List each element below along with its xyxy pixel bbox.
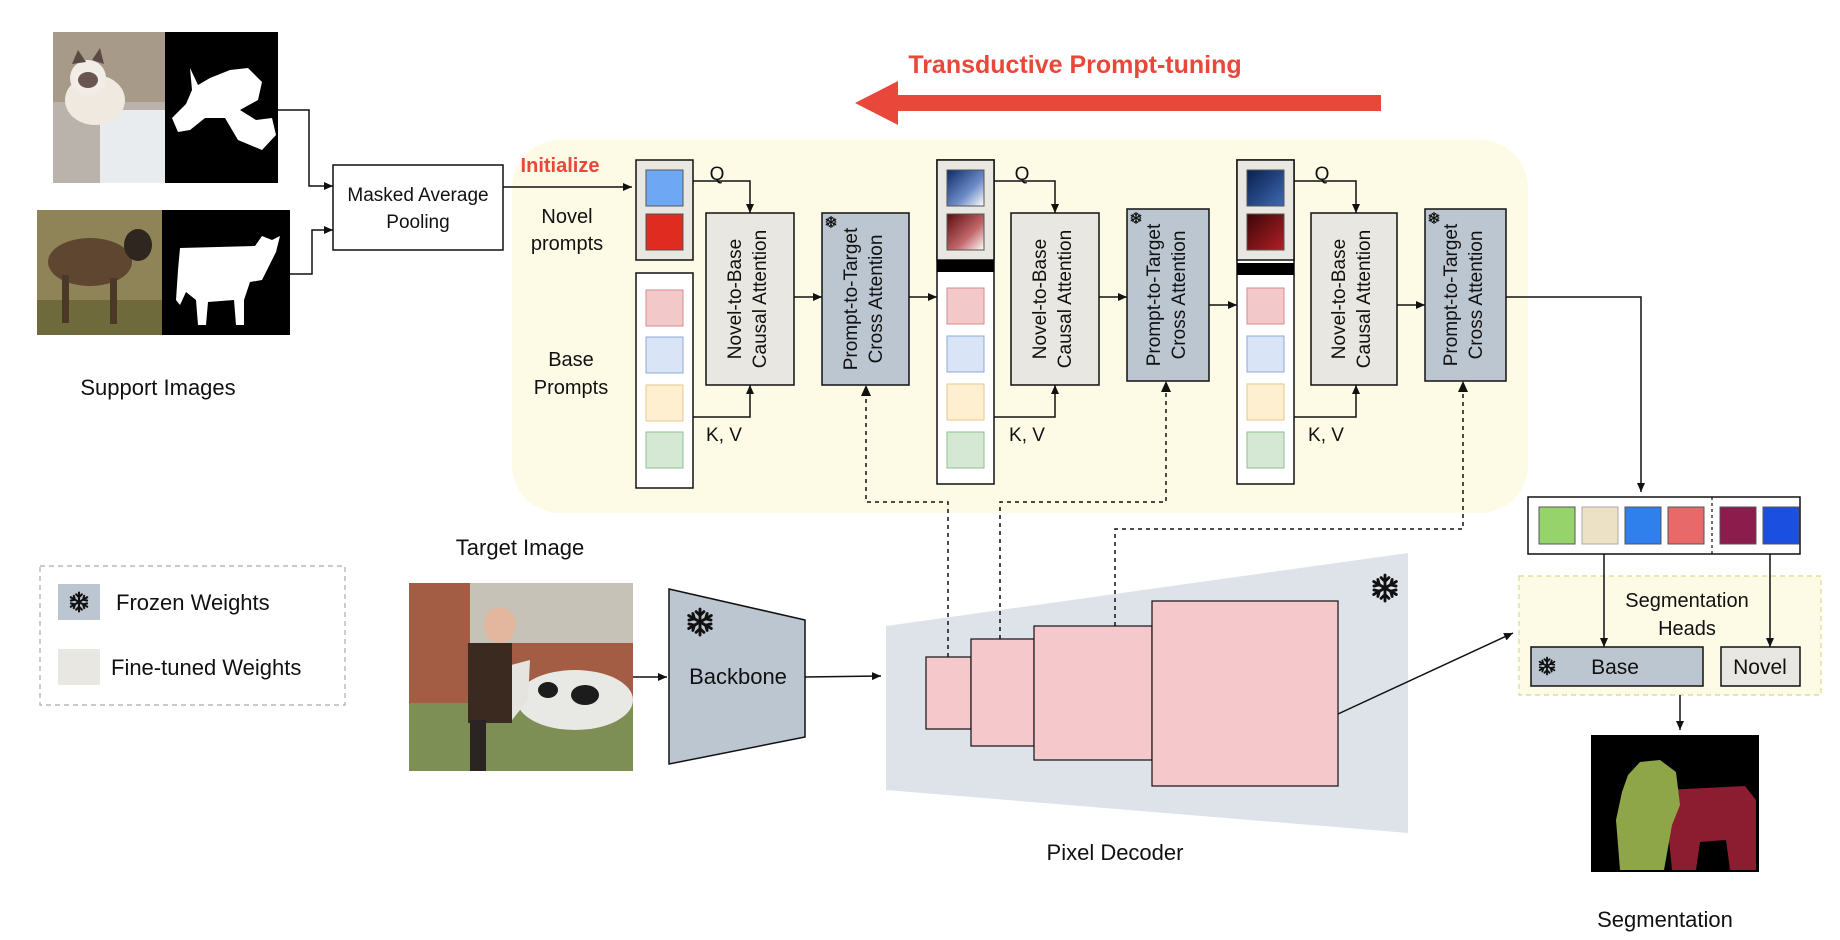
support-mask-cow <box>162 210 290 335</box>
cross-attention-3-line-1: Prompt-to-Target <box>1441 223 1462 366</box>
initialize-label: Initialize <box>521 155 600 177</box>
causal-attention-block-1: Novel-to-Base Causal Attention <box>705 212 795 386</box>
causal-attention-block-3: Novel-to-Base Causal Attention <box>1310 212 1398 386</box>
base-prompts-label-2: Prompts <box>534 377 608 399</box>
map-line-2: Pooling <box>386 212 449 233</box>
support-images-label: Support Images <box>80 375 235 400</box>
backbone-label: Backbone <box>689 664 787 689</box>
cross-attention-block-1: Prompt-to-Target Cross Attention <box>821 212 910 386</box>
novel-prompt-2 <box>1246 213 1285 251</box>
kv-label-3: K, V <box>1308 425 1344 446</box>
support-image-cow <box>37 210 162 335</box>
masked-average-pooling-block: Masked Average Pooling <box>332 164 504 251</box>
kv-label-2: K, V <box>1009 425 1045 446</box>
q-label-1: Q <box>710 164 725 185</box>
pixel-decoder <box>886 553 1408 833</box>
arrow-left-icon <box>855 81 1381 125</box>
novel-prompts-label-2: prompts <box>531 233 603 255</box>
target-image-label: Target Image <box>456 535 584 560</box>
base-head-block: Base <box>1530 646 1704 687</box>
transductive-title: Transductive Prompt-tuning <box>908 51 1241 79</box>
cross-attention-block-2: Prompt-to-Target Cross Attention <box>1126 208 1210 382</box>
novel-prompts-label-1: Novel <box>541 206 592 228</box>
target-image <box>409 583 633 771</box>
cross-attention-2-line-2: Cross Attention <box>1169 231 1190 360</box>
cross-attention-2-line-1: Prompt-to-Target <box>1144 223 1165 366</box>
novel-prompt-1 <box>645 169 684 207</box>
base-head-label: Base <box>1591 656 1639 679</box>
legend-frozen-label: Frozen Weights <box>116 590 270 615</box>
causal-attention-3-line-2: Causal Attention <box>1354 230 1375 368</box>
prompt-stack-stage-3 <box>1236 159 1295 485</box>
decoder-feature-links <box>865 384 1464 657</box>
segmentation-heads-line-1: Segmentation <box>1625 590 1748 612</box>
causal-attention-1-line-1: Novel-to-Base <box>725 239 746 359</box>
support-mask-cat <box>165 32 278 183</box>
base-prompts-label-1: Base <box>548 349 594 371</box>
output-prompts <box>1527 496 1801 555</box>
novel-prompt-2 <box>645 213 684 251</box>
segmentation-output <box>1591 735 1759 872</box>
cross-attention-1-line-2: Cross Attention <box>866 235 887 364</box>
q-label-3: Q <box>1315 164 1330 185</box>
causal-attention-1-line-2: Causal Attention <box>750 230 771 368</box>
novel-prompt-2 <box>946 213 985 251</box>
novel-prompt-1 <box>946 169 985 207</box>
novel-head-block: Novel <box>1720 646 1801 687</box>
legend-item-frozen: Frozen Weights <box>58 584 270 620</box>
segmentation-heads-line-2: Heads <box>1658 618 1716 640</box>
novel-prompt-1 <box>1246 169 1285 207</box>
support-image-cat <box>53 32 165 183</box>
cross-attention-1-line-1: Prompt-to-Target <box>841 227 862 370</box>
legend: Frozen Weights Fine-tuned Weights <box>39 565 346 706</box>
backbone-block: Backbone <box>668 588 806 765</box>
segmentation-label: Segmentation <box>1597 907 1733 932</box>
legend-finetuned-label: Fine-tuned Weights <box>111 655 301 680</box>
causal-attention-2-line-1: Novel-to-Base <box>1030 239 1051 359</box>
map-line-1: Masked Average <box>347 185 488 206</box>
prompt-stack-stage-2 <box>936 159 995 485</box>
legend-item-finetuned: Fine-tuned Weights <box>58 649 301 685</box>
cross-attention-3-line-2: Cross Attention <box>1466 231 1487 360</box>
novel-head-label: Novel <box>1733 656 1787 679</box>
causal-attention-3-line-1: Novel-to-Base <box>1329 239 1350 359</box>
q-label-2: Q <box>1015 164 1030 185</box>
novel-prompts-stage-1 <box>635 159 694 261</box>
causal-attention-2-line-2: Causal Attention <box>1055 230 1076 368</box>
base-prompts-stage-1 <box>635 272 694 489</box>
cross-attention-block-3: Prompt-to-Target Cross Attention <box>1424 208 1507 382</box>
kv-label-1: K, V <box>706 425 742 446</box>
pixel-decoder-label: Pixel Decoder <box>1047 840 1184 865</box>
causal-attention-block-2: Novel-to-Base Causal Attention <box>1010 212 1100 386</box>
